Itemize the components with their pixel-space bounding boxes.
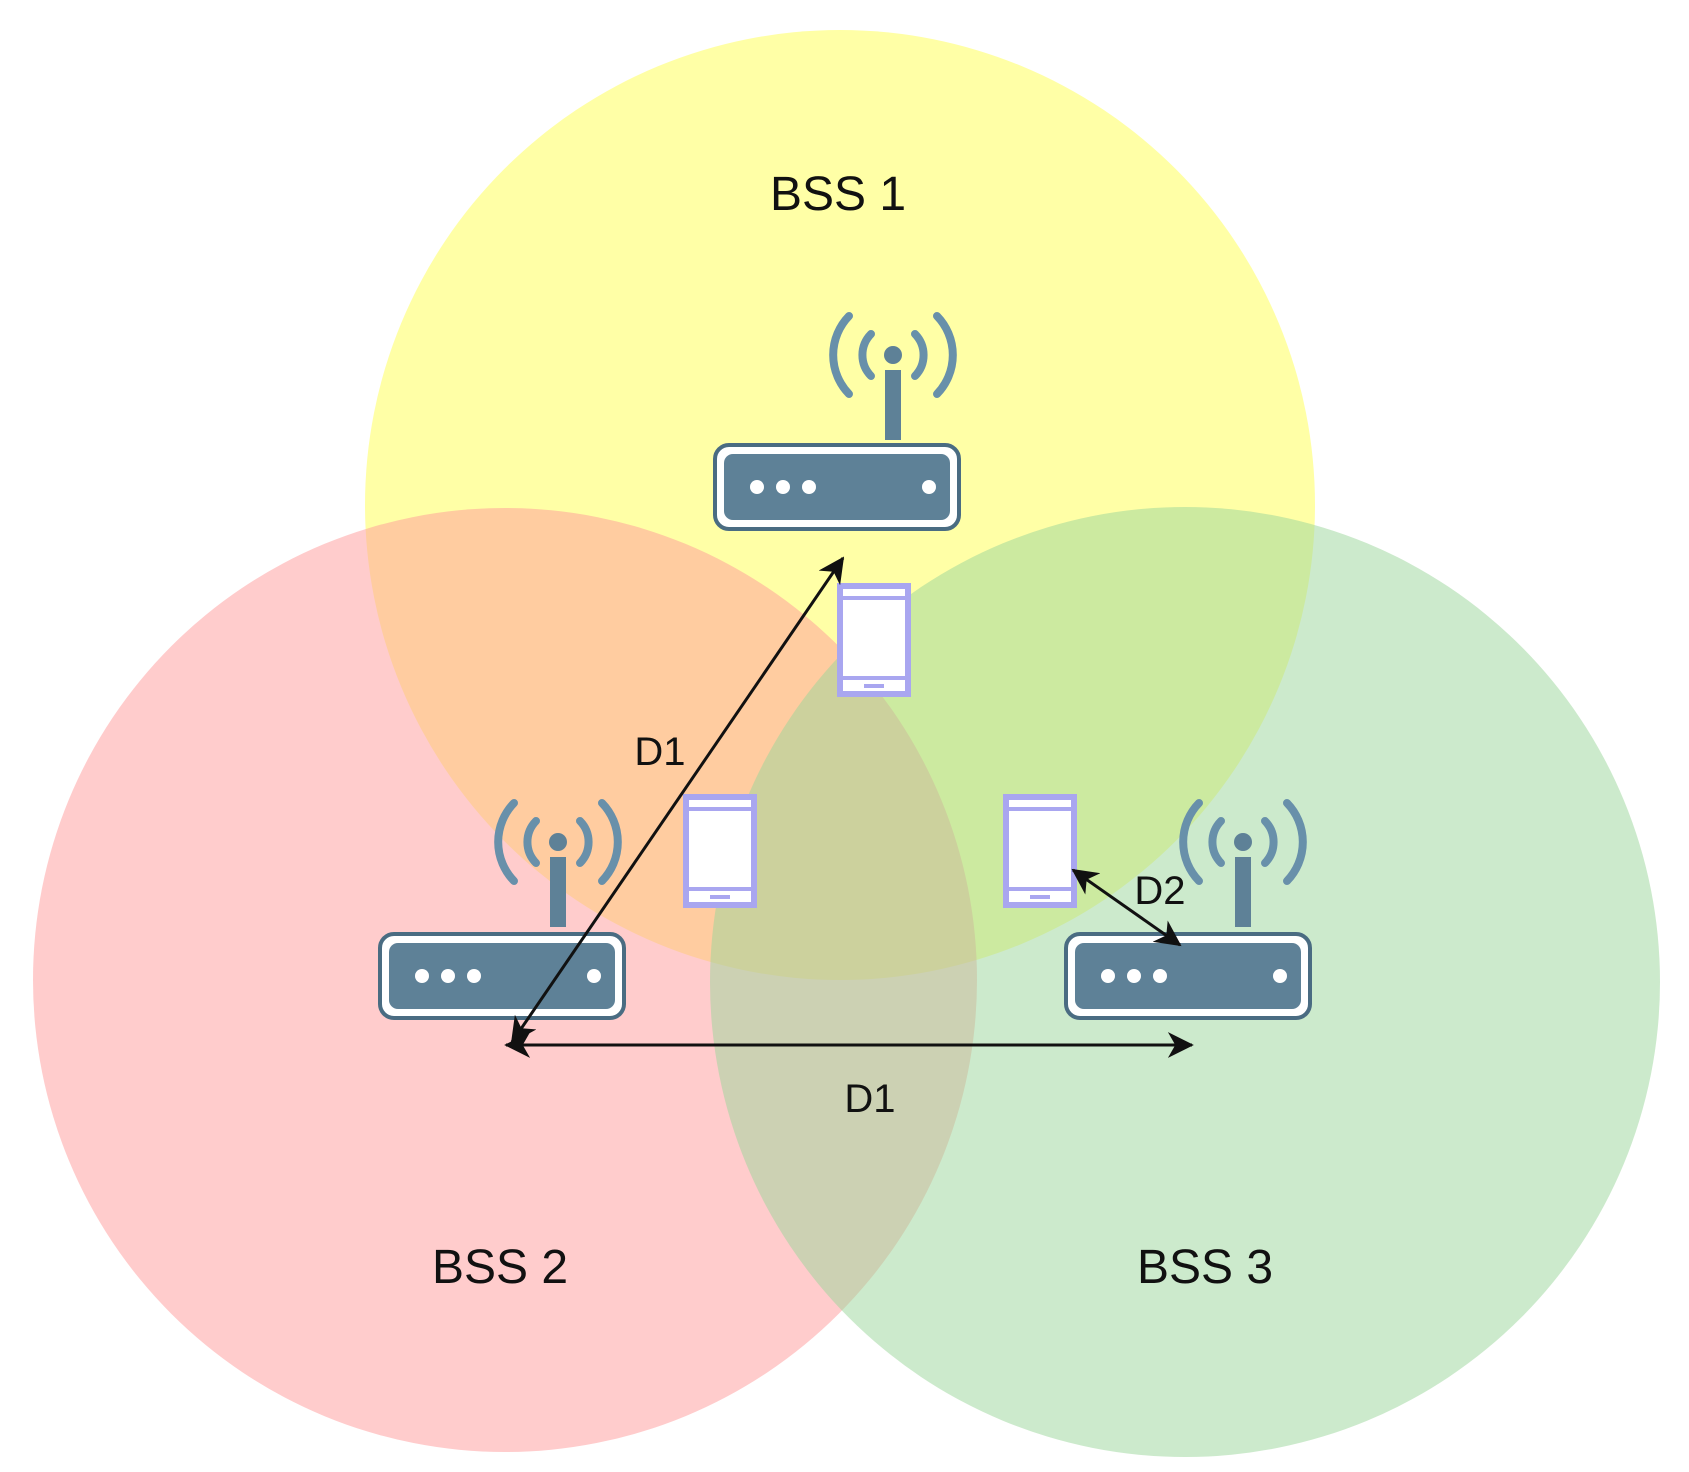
station-phone-bss1 [840,586,908,694]
d2-label: D2 [1134,869,1185,913]
bss3-label: BSS 3 [1137,1241,1273,1294]
d2-arrow [1071,868,1182,947]
d1-diagonal-label: D1 [634,730,685,774]
bss2-label: BSS 2 [432,1241,568,1294]
station-phone-bss3 [1006,797,1074,905]
d1-horizontal-label: D1 [844,1077,895,1121]
bss1-label: BSS 1 [770,168,906,221]
station-phone-bss2 [686,797,754,905]
bss1-router-icon [713,443,961,531]
bss3-router-icon [1064,932,1312,1020]
d1-diagonal-arrow [510,556,845,1044]
bss2-router-icon [378,932,626,1020]
